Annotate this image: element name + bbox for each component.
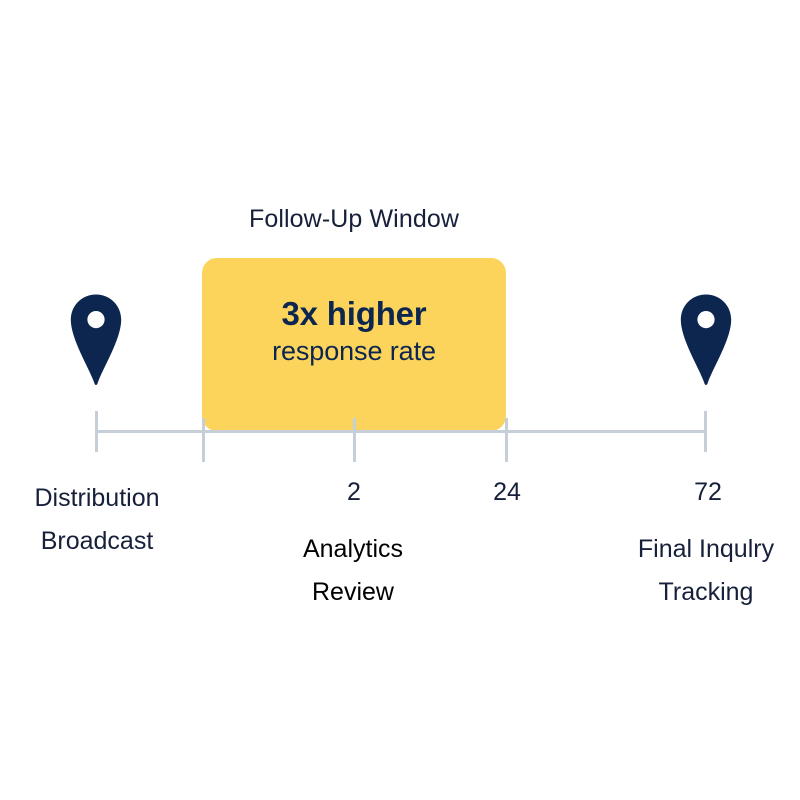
map-pin-icon-end (680, 294, 732, 386)
stage-label-line-2: Tracking (658, 578, 754, 606)
axis-tick-start (95, 411, 98, 452)
axis-value-24: 24 (493, 478, 521, 506)
stage-label-final-inquiry-tracking: Final Inqulry Tracking (591, 528, 800, 614)
stage-label-line-1: Final Inqulry (637, 535, 775, 563)
axis-tick-band-start (202, 418, 205, 462)
stage-label-line-2: Broadcast (40, 527, 154, 555)
stage-label-analytics-review: Analytics Review (238, 528, 468, 614)
follow-up-window-title: Follow-Up Window (249, 205, 459, 233)
axis-tick-2 (353, 418, 356, 462)
stage-label-line-2: Review (312, 578, 394, 606)
axis-value-72: 72 (694, 478, 722, 506)
axis-tick-72 (704, 411, 707, 452)
follow-up-window-band: 3x higher response rate (202, 258, 506, 431)
map-pin-icon-start (70, 294, 122, 386)
band-subline: response rate (272, 335, 436, 366)
stage-label-distribution-broadcast: Distribution Broadcast (0, 477, 212, 563)
band-text-group: 3x higher response rate (202, 295, 506, 367)
band-headline: 3x higher (281, 295, 427, 332)
stage-label-line-1: Analytics (302, 535, 404, 563)
axis-tick-24 (505, 418, 508, 462)
axis-value-2: 2 (347, 478, 361, 506)
stage-label-line-1: Distribution (34, 484, 160, 512)
timeline-axis-line (95, 430, 706, 433)
